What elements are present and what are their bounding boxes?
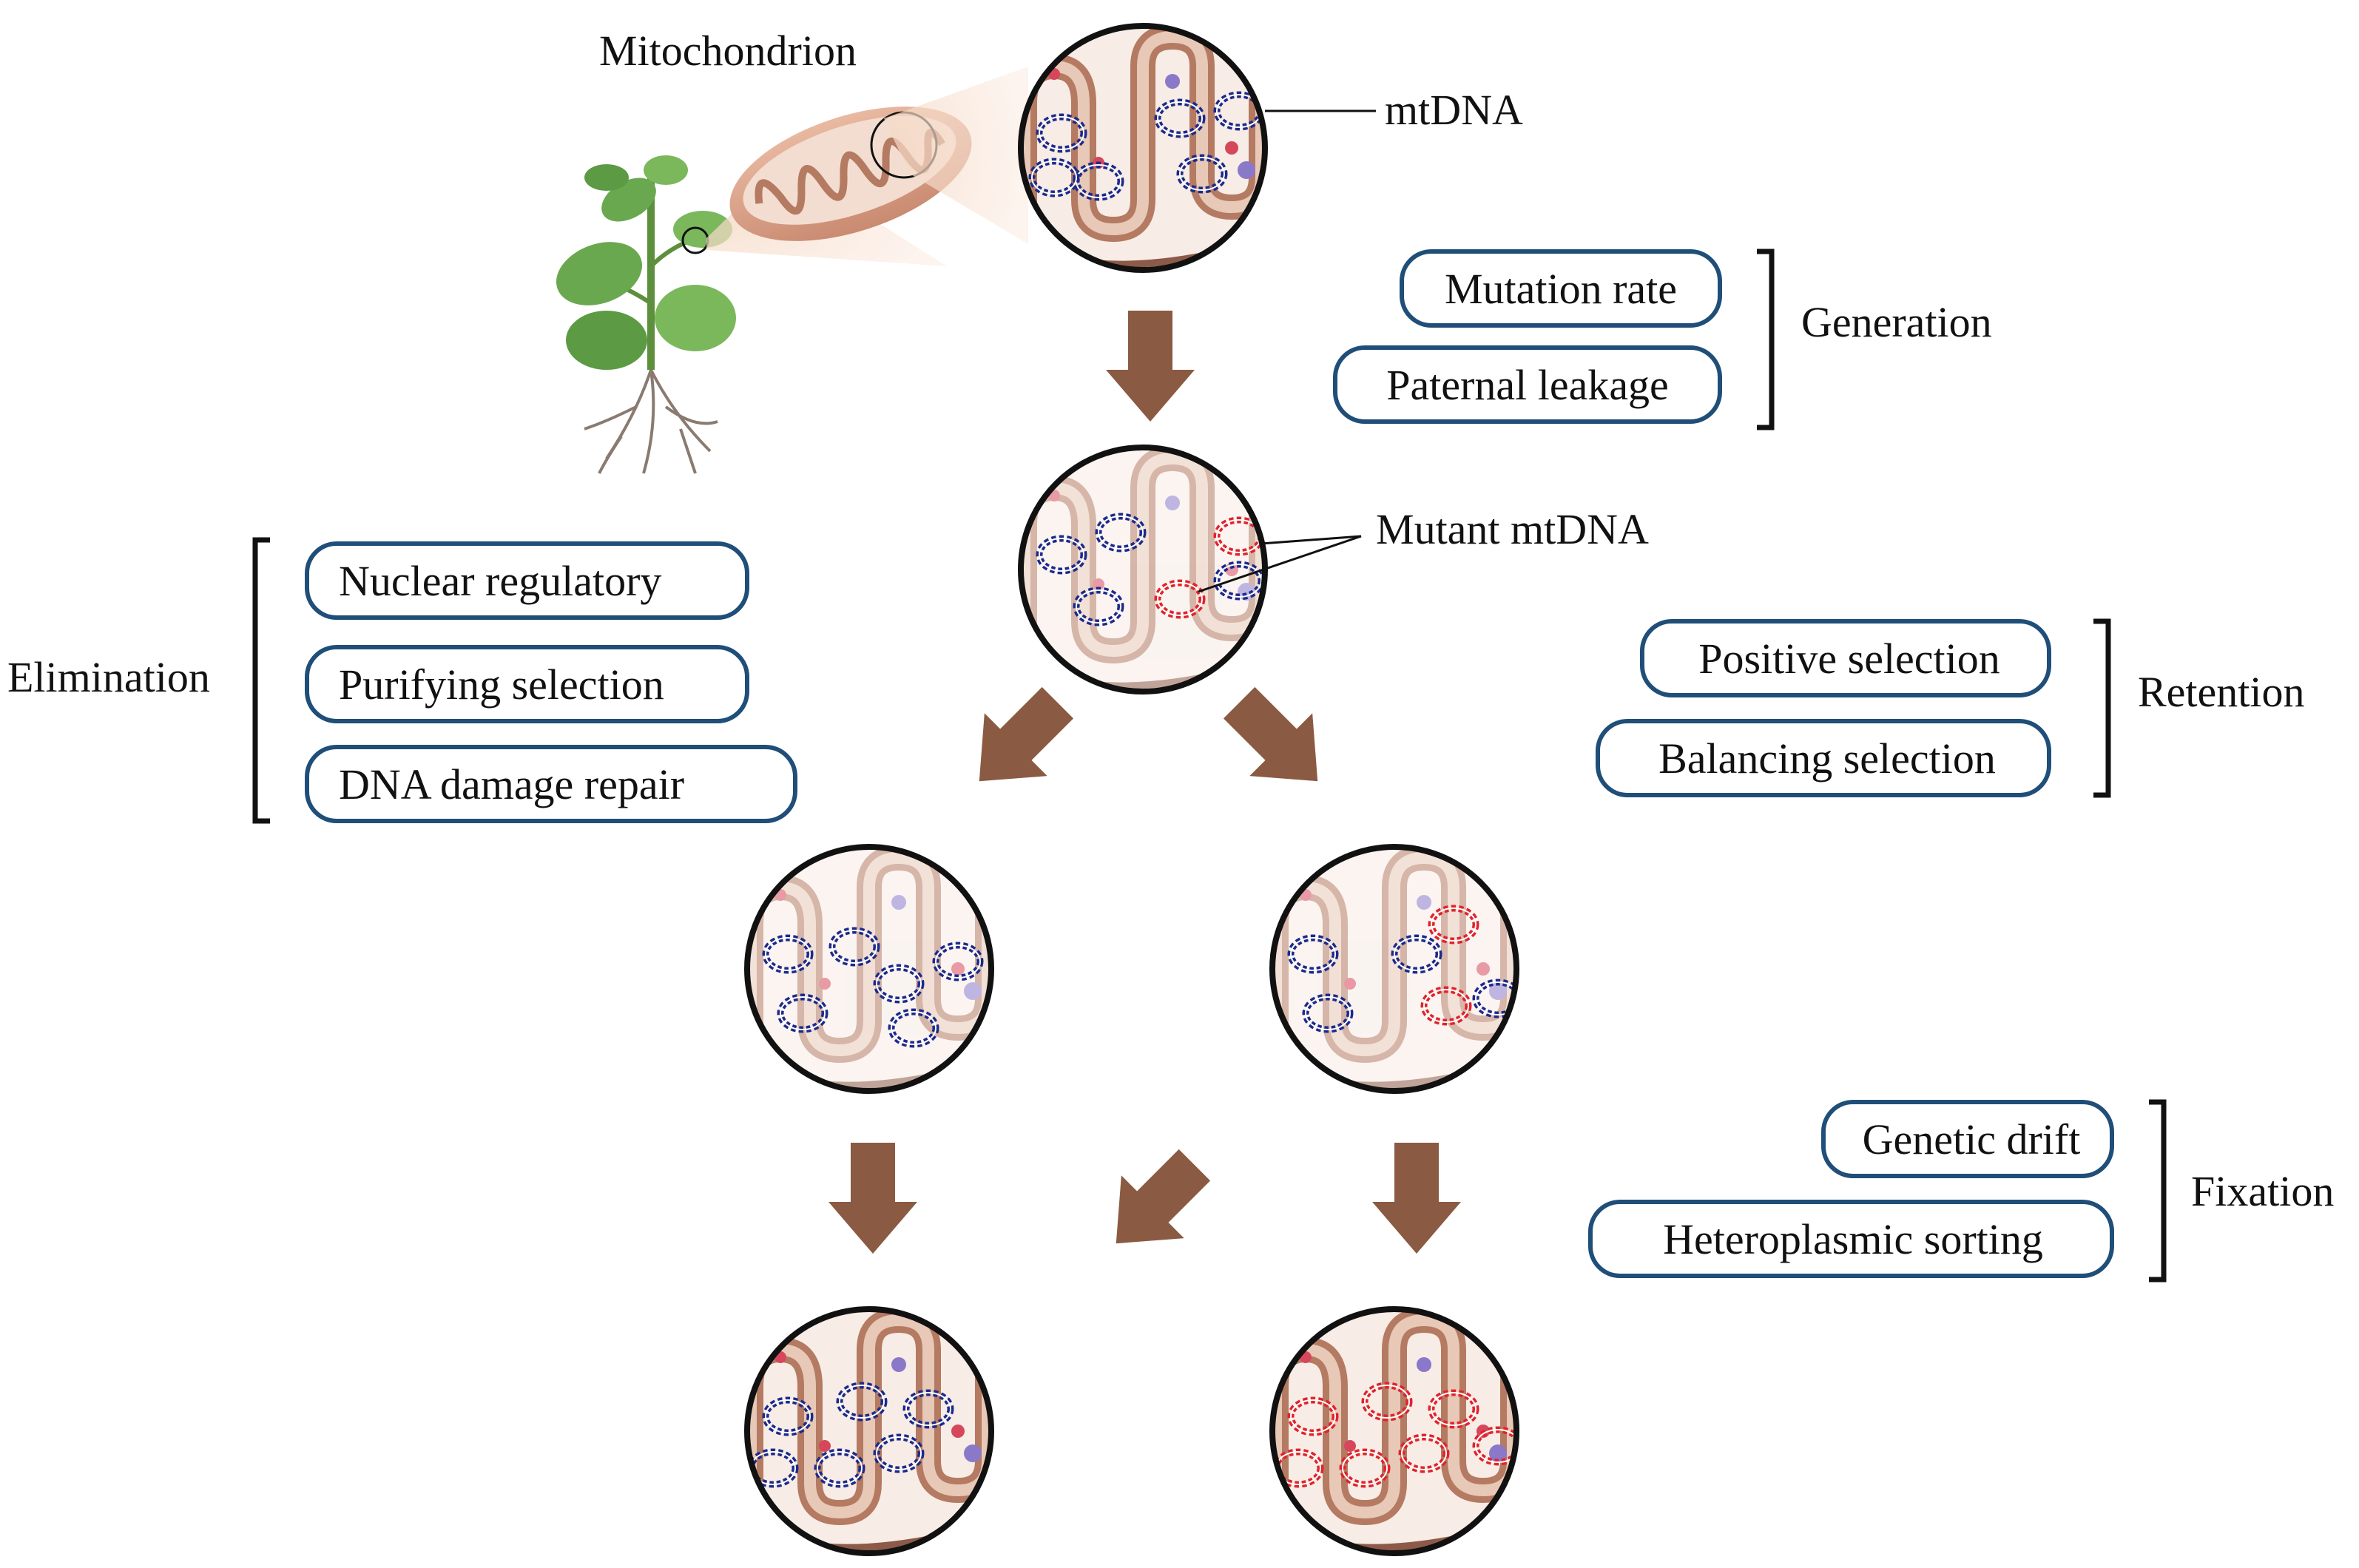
generation-bracket — [1757, 249, 1775, 430]
mutant-pointer-2 — [1198, 535, 1362, 593]
flow-arrows — [828, 311, 1461, 1254]
generation-group: Mutation rate Paternal leakage Generatio… — [1333, 249, 1992, 430]
mtdna-circle-fixed-mutant — [1269, 1306, 1519, 1556]
fixation-bracket — [2149, 1099, 2167, 1283]
nuclear-regulatory-box — [305, 541, 749, 620]
nuclear-regulatory-text: Nuclear regulatory — [339, 557, 661, 605]
arrow-down-right — [1372, 1143, 1461, 1254]
mutation-rate-text: Mutation rate — [1445, 265, 1677, 313]
genetic-drift-text: Genetic drift — [1863, 1115, 2081, 1163]
purifying-selection-box — [305, 645, 749, 723]
paternal-leakage-text: Paternal leakage — [1386, 361, 1669, 409]
arrow-down-1 — [1106, 311, 1195, 422]
mtdna-circle-top — [1018, 23, 1268, 273]
balancing-selection-box — [1596, 719, 2051, 797]
dna-damage-repair-box — [305, 745, 797, 823]
mutation-rate-box — [1400, 249, 1722, 328]
positive-selection-text: Positive selection — [1698, 635, 2000, 683]
arrow-down-left — [828, 1143, 917, 1254]
fixation-title: Fixation — [2191, 1167, 2334, 1215]
mutant-pointer-1 — [1261, 535, 1362, 545]
genetic-drift-box — [1821, 1100, 2114, 1178]
mtdna-circle-eliminated — [744, 844, 994, 1094]
elimination-title: Elimination — [7, 653, 210, 701]
fixation-group: Genetic drift Heteroplasmic sorting Fixa… — [1588, 1099, 2334, 1283]
retention-title: Retention — [2138, 668, 2305, 716]
mitochondrion-label: Mitochondrion — [599, 27, 857, 75]
arrow-diag-left — [979, 686, 1074, 782]
mtdna-circle-mutant — [1018, 445, 1268, 695]
purifying-selection-text: Purifying selection — [339, 660, 664, 709]
mtdna-circle-retained — [1269, 844, 1519, 1094]
heteroplasmic-sorting-box — [1588, 1200, 2114, 1278]
arrow-diag-right — [1223, 686, 1318, 782]
paternal-leakage-box — [1333, 345, 1722, 424]
heteroplasmic-sorting-text: Heteroplasmic sorting — [1663, 1215, 2043, 1263]
mtdna-circle-fixed-wildtype — [744, 1306, 994, 1556]
mutant-mtdna-label: Mutant mtDNA — [1376, 505, 1649, 553]
elimination-group: Elimination Nuclear regulatory Purifying… — [7, 537, 797, 824]
positive-selection-box — [1640, 619, 2051, 697]
elimination-bracket — [252, 537, 270, 824]
generation-title: Generation — [1801, 298, 1992, 346]
mtdna-label: mtDNA — [1385, 86, 1523, 134]
arrow-diag-middle — [1116, 1149, 1211, 1244]
balancing-selection-text: Balancing selection — [1658, 734, 1996, 783]
plant-icon — [556, 155, 736, 474]
dna-damage-repair-text: DNA damage repair — [339, 760, 684, 808]
retention-bracket — [2093, 618, 2111, 798]
retention-group: Positive selection Balancing selection R… — [1596, 618, 2305, 798]
